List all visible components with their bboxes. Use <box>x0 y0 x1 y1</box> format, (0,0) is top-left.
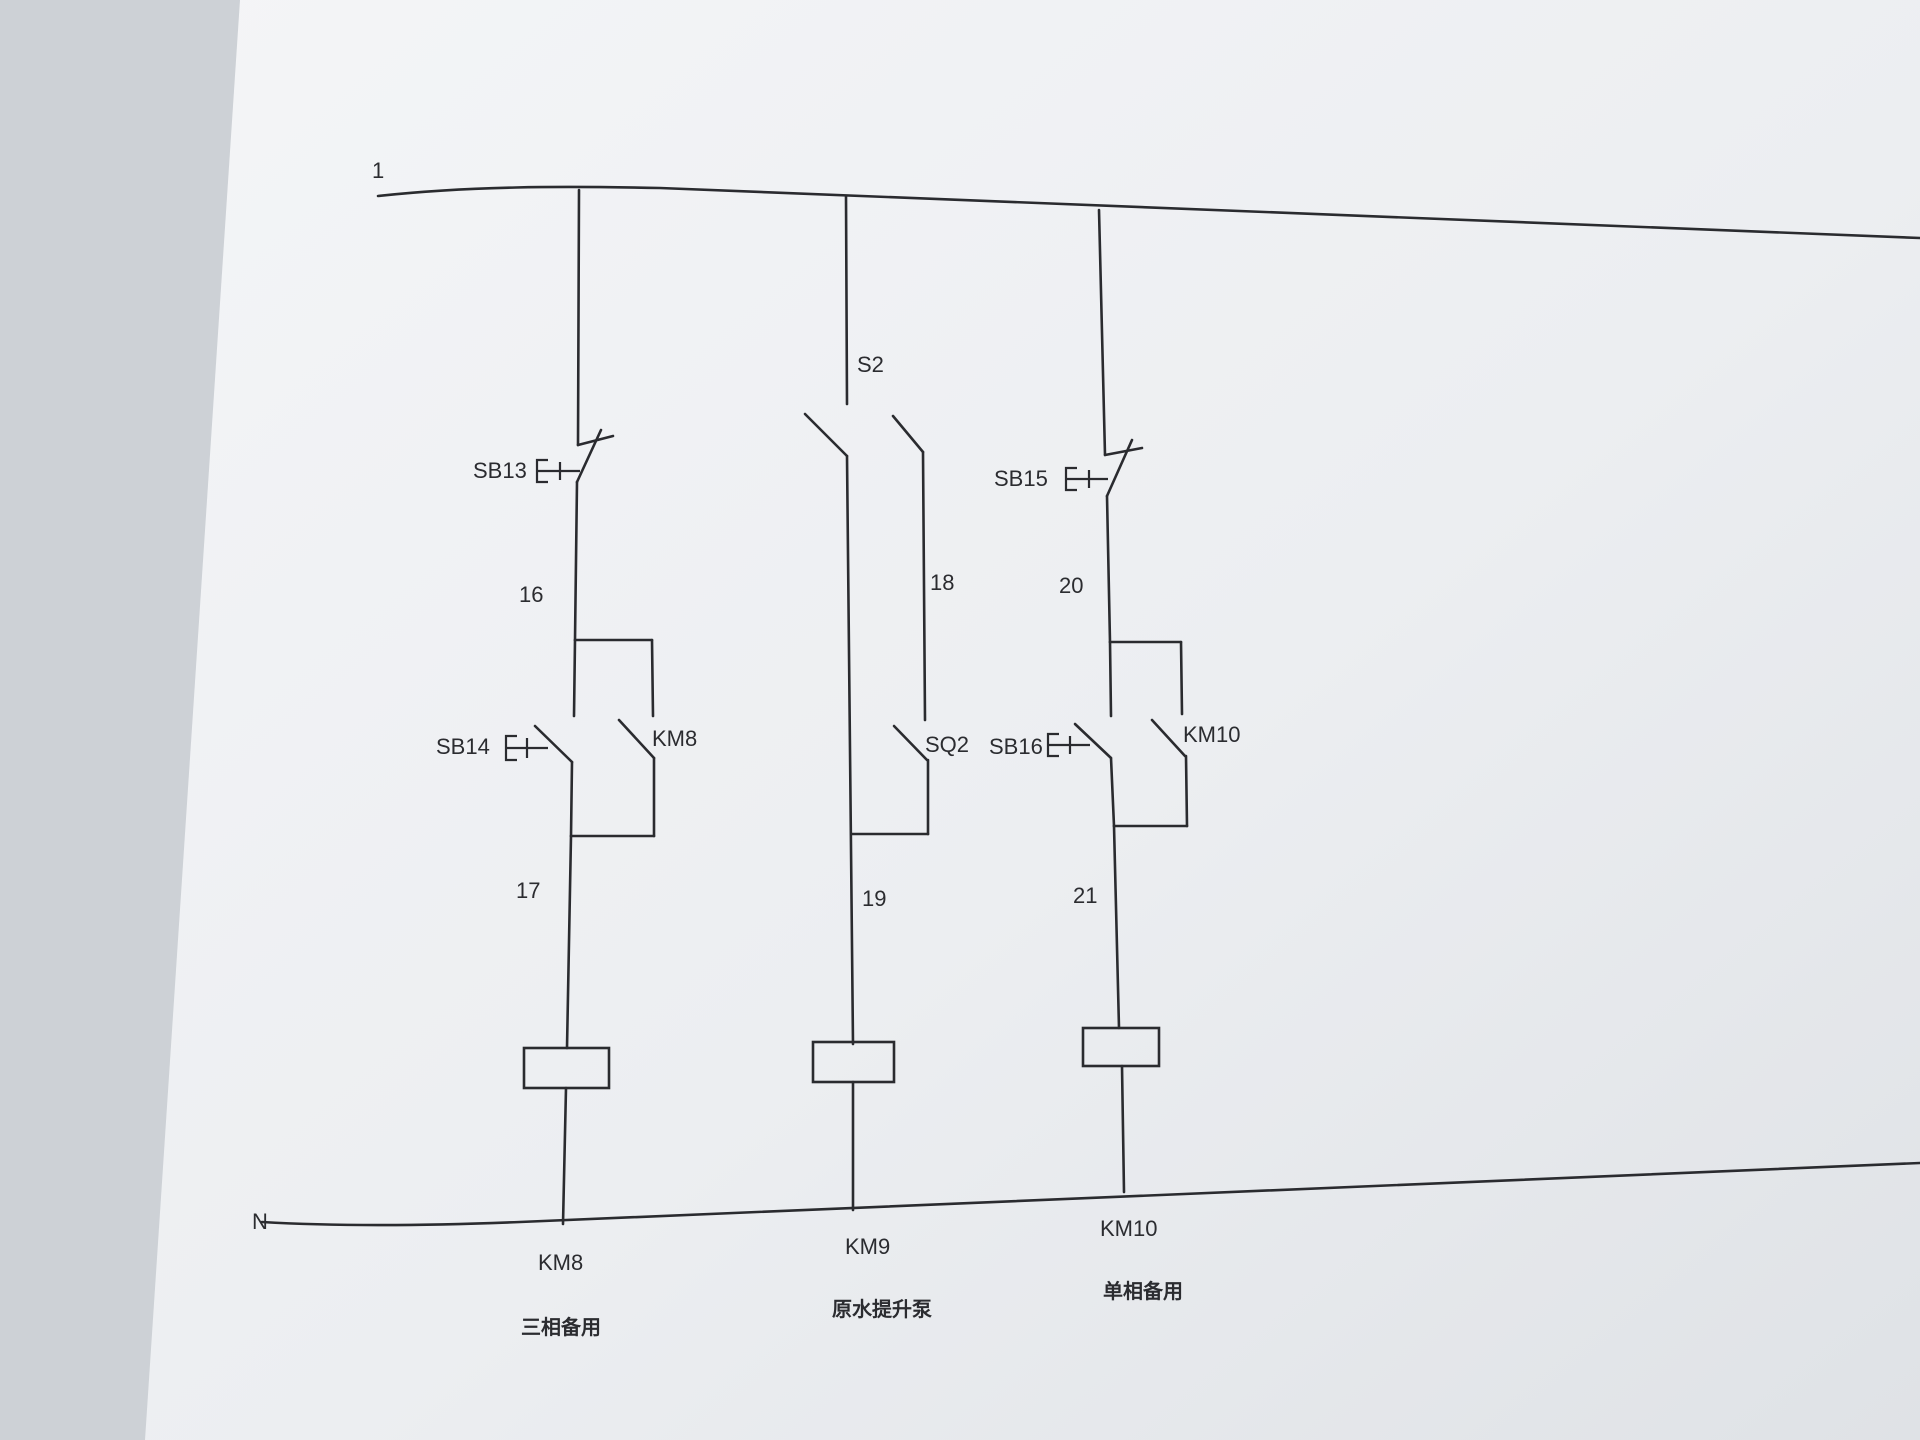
top-rail <box>376 185 1920 240</box>
label-sq2: SQ2 <box>925 732 969 757</box>
pushbutton-symbol-sb16 <box>1046 732 1090 758</box>
paper-sheet <box>145 0 1920 1440</box>
wire-number-17: 17 <box>516 878 540 903</box>
top-rail-label: 1 <box>372 158 384 183</box>
label-s2: S2 <box>857 352 884 377</box>
wire-number-19: 19 <box>862 886 886 911</box>
label-coil-km8: KM8 <box>538 1250 583 1275</box>
pushbutton-symbol-sb13 <box>535 458 580 484</box>
branch-km9 <box>803 194 930 1212</box>
wire-number-18: 18 <box>930 570 954 595</box>
label-km10-contact: KM10 <box>1183 722 1240 747</box>
wire-number-21: 21 <box>1073 883 1097 908</box>
label-sb16: SB16 <box>989 734 1043 759</box>
wire-number-20: 20 <box>1059 573 1083 598</box>
neutral-rail <box>260 1161 1920 1227</box>
label-coil-km10: KM10 <box>1100 1216 1157 1241</box>
caption-branch-2: 原水提升泵 <box>832 1297 932 1321</box>
label-coil-km9: KM9 <box>845 1234 890 1259</box>
pushbutton-symbol-sb15 <box>1064 466 1108 492</box>
caption-branch-3: 单相备用 <box>1103 1279 1183 1303</box>
wire-number-16: 16 <box>519 582 543 607</box>
neutral-rail-label: N <box>252 1209 268 1234</box>
branch-km10 <box>1046 208 1189 1194</box>
branch-km8 <box>504 188 656 1226</box>
label-sb15: SB15 <box>994 466 1048 491</box>
caption-branch-1: 三相备用 <box>521 1315 601 1339</box>
label-sb13: SB13 <box>473 458 527 483</box>
label-sb14: SB14 <box>436 734 490 759</box>
pushbutton-symbol-sb14 <box>504 734 548 762</box>
label-km8-contact: KM8 <box>652 726 697 751</box>
